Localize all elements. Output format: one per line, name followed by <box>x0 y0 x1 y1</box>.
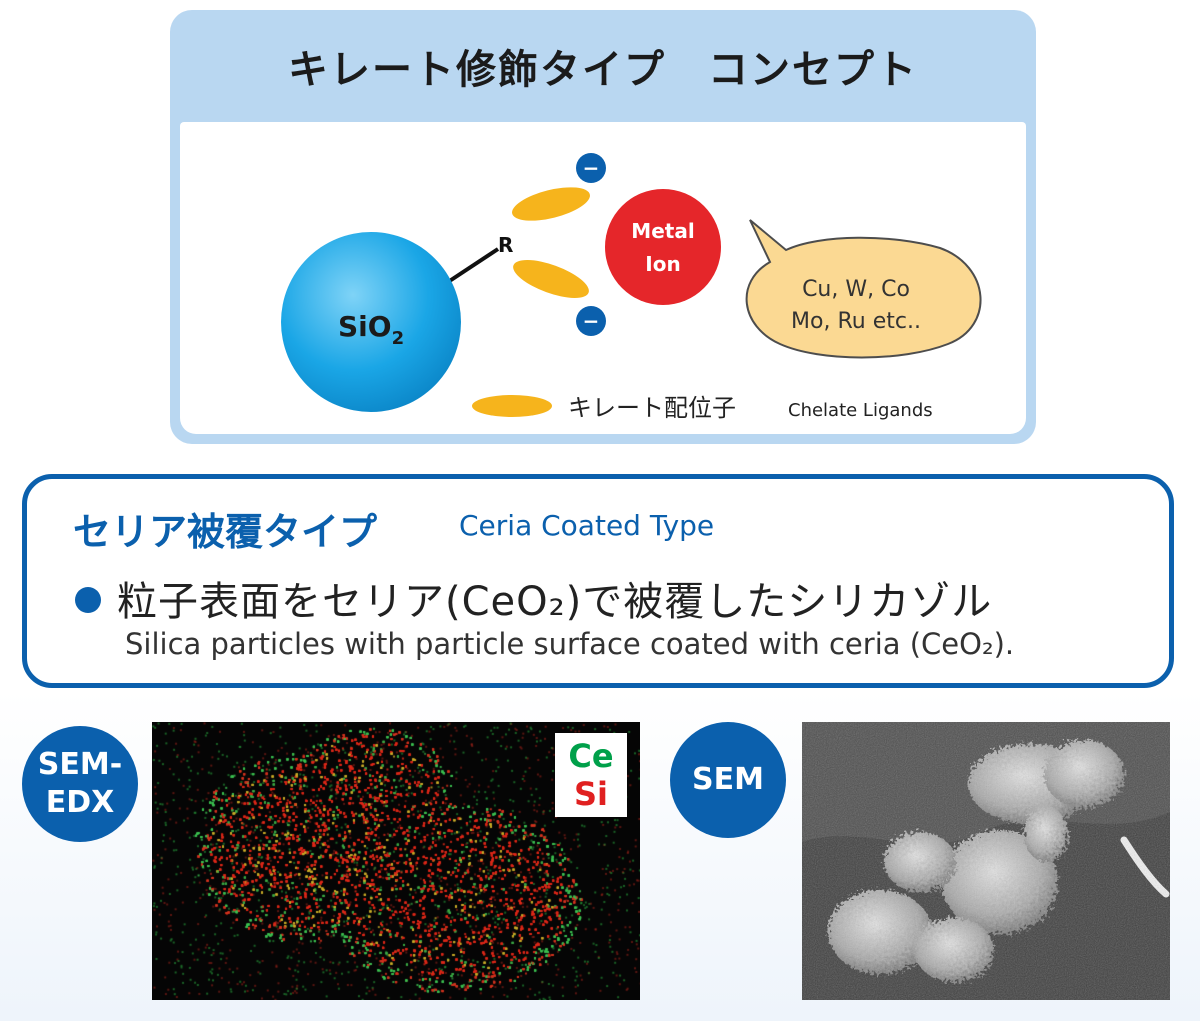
ceria-description-jp: 粒子表面をセリア(CeO₂)で被覆したシリカゾル <box>117 579 993 625</box>
metal-ion <box>605 189 721 305</box>
ceria-title-jp: セリア被覆タイプ <box>73 510 378 554</box>
sem-edx-badge-line2: EDX <box>45 785 115 820</box>
sem-particle-clusters <box>828 740 1124 982</box>
sem-badge: SEM <box>670 722 786 838</box>
concept-title: キレート修飾タイプ コンセプト <box>288 47 918 93</box>
sem-clump <box>942 830 1058 934</box>
r-bond-line <box>446 247 500 284</box>
sem-clump <box>1044 740 1124 808</box>
ligand-legend-en: Chelate Ligands <box>788 400 933 421</box>
metals-line1: Cu, W, Co <box>802 277 910 302</box>
sem-micrograph-image <box>802 722 1170 1000</box>
minus-sign-top: − <box>583 156 600 180</box>
ceria-title-en: Ceria Coated Type <box>459 509 715 542</box>
concept-diagram: SiO2 R − − Metal Ion Cu, W, Co Mo, Ru et… <box>281 153 982 422</box>
metals-speech-bubble <box>745 219 982 359</box>
sio2-label: SiO2 <box>338 310 404 349</box>
sem-clump <box>914 918 994 982</box>
metal-ion-label-line2: Ion <box>645 252 680 276</box>
sem-badge-label: SEM <box>692 762 764 797</box>
bullet-dot-icon <box>75 587 101 613</box>
sio2-sphere <box>281 232 461 412</box>
minus-charge-top <box>576 153 606 183</box>
sem-fiber <box>1120 836 1170 898</box>
edx-element-legend: Ce Si <box>555 733 627 817</box>
metals-line2: Mo, Ru etc.. <box>791 309 921 334</box>
ligand-lower <box>513 260 589 298</box>
ligand-legend-jp: キレート配位子 <box>568 394 736 422</box>
ligand-legend-marker <box>472 395 552 417</box>
ceria-description-en: Silica particles with particle surface c… <box>125 627 1015 661</box>
sem-clump <box>884 832 956 892</box>
ceria-coated-panel: セリア被覆タイプ Ceria Coated Type 粒子表面をセリア(CeO₂… <box>22 474 1174 688</box>
minus-sign-bottom: − <box>583 309 600 333</box>
sem-clump <box>1024 806 1068 862</box>
legend-si: Si <box>573 775 608 813</box>
sem-micrograph <box>802 722 1170 1000</box>
ligand-upper <box>512 187 590 221</box>
concept-diagram-area: SiO2 R − − Metal Ion Cu, W, Co Mo, Ru et… <box>180 122 1026 434</box>
r-label: R <box>498 233 513 257</box>
sem-edx-badge-line1: SEM- <box>37 747 123 782</box>
metal-ion-label-line1: Metal <box>631 219 694 243</box>
sem-edx-badge: SEM- EDX <box>22 726 138 842</box>
minus-charge-bottom <box>576 306 606 336</box>
sem-clump <box>828 890 932 974</box>
legend-ce: Ce <box>568 737 614 775</box>
chelate-concept-panel: キレート修飾タイプ コンセプト SiO2 R − − <box>170 10 1036 444</box>
